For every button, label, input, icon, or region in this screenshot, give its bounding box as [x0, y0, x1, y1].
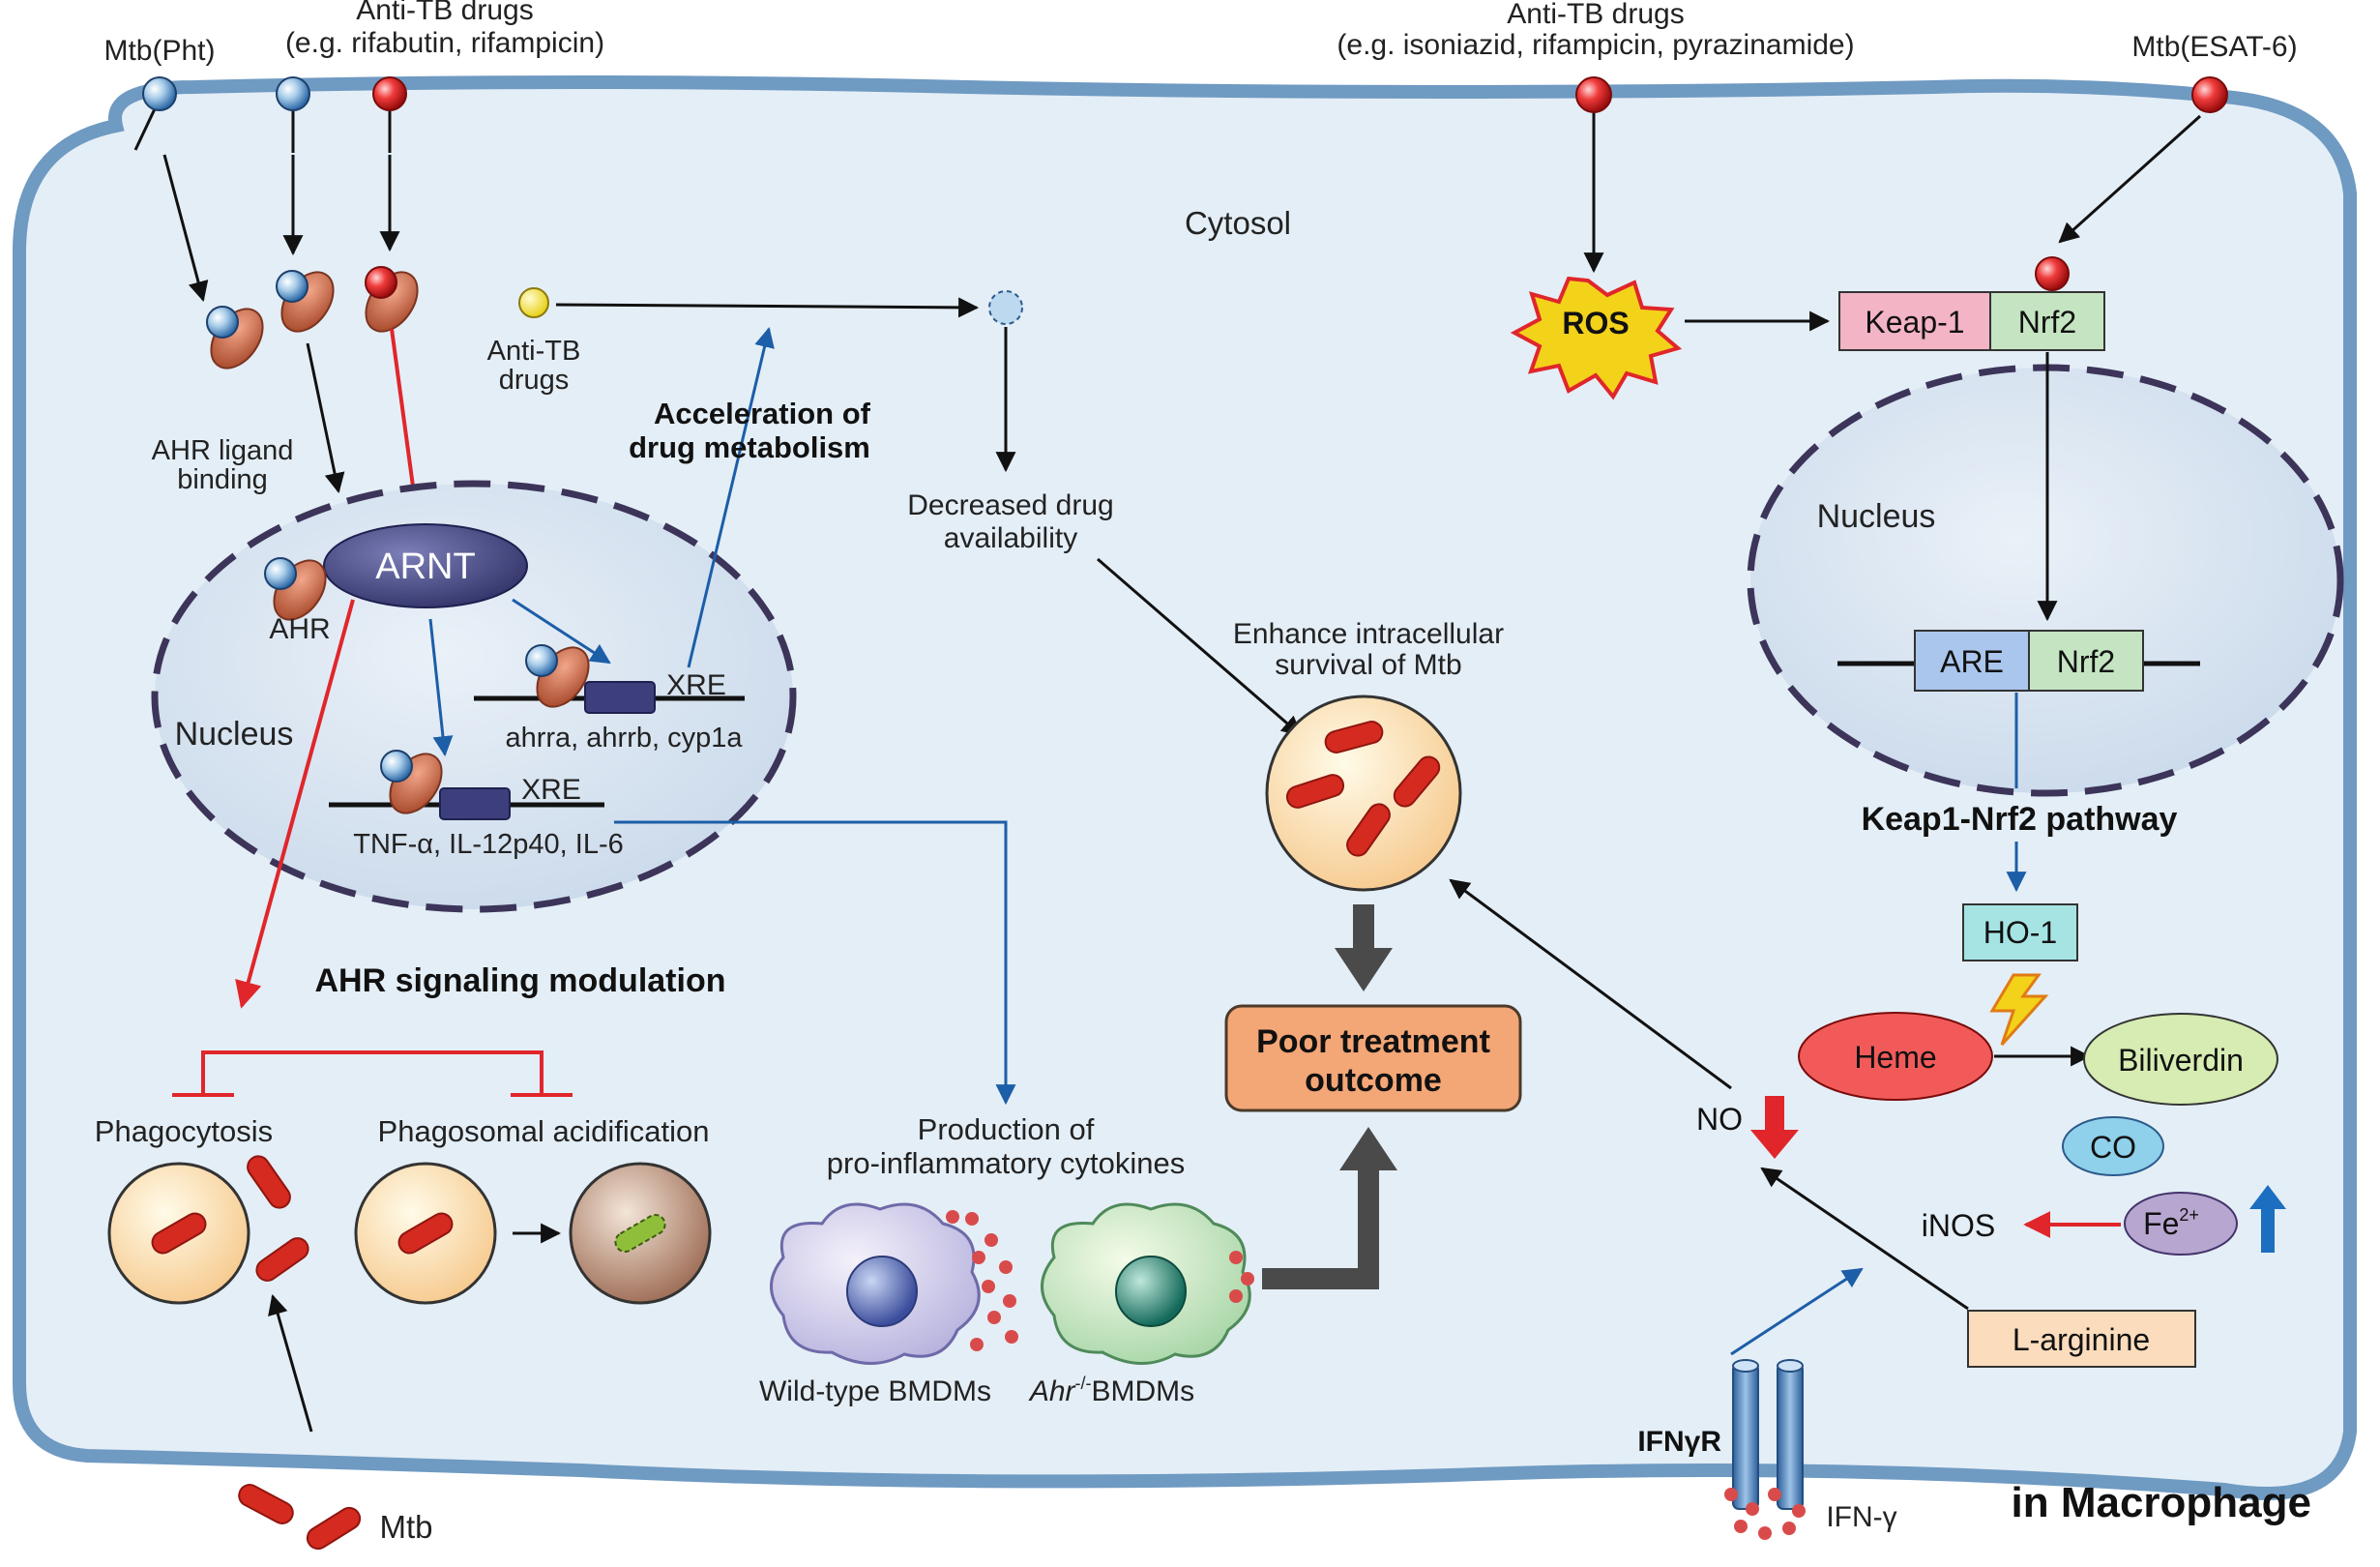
no-label: NO — [1696, 1102, 1743, 1137]
mtb-bottom-label: Mtb — [379, 1509, 432, 1545]
phagocytosis-label: Phagocytosis — [95, 1114, 273, 1148]
are-box — [1914, 630, 2030, 692]
nrf2-box-nuc — [2028, 630, 2144, 692]
cytosol-label: Cytosol — [1185, 205, 1291, 241]
inhibition-bracket — [172, 1050, 573, 1097]
ifngr-label: IFNγR — [1637, 1426, 1721, 1458]
fe-ellipse — [2124, 1192, 2238, 1256]
cytokines-label-1: Production of — [918, 1112, 1095, 1146]
biliverdin-ellipse — [2083, 1013, 2278, 1106]
wt-bmdm — [770, 1202, 981, 1365]
cytokine-dots-ko — [1229, 1251, 1254, 1303]
keap1-label: Keap-1 — [1865, 305, 1964, 340]
poor-outcome-label-1: Poor treatment — [1256, 1023, 1490, 1060]
are-label: ARE — [1940, 644, 2004, 679]
ahr-mod-label: AHR signaling modulation — [315, 962, 726, 999]
inos-label: iNOS — [1922, 1208, 1995, 1243]
survival-label-2: survival of Mtb — [1275, 649, 1461, 681]
acidification-label: Phagosomal acidification — [378, 1114, 710, 1148]
ahr-ko-bmdm — [1041, 1202, 1251, 1365]
co-label: CO — [2090, 1130, 2136, 1165]
xre-label-1: XRE — [666, 669, 726, 701]
ahr-label: AHR — [269, 613, 330, 645]
mtb-bottom — [234, 1480, 366, 1554]
biliverdin-label: Biliverdin — [2118, 1043, 2244, 1078]
antitb-left-label-2: (e.g. rifabutin, rifampicin) — [285, 27, 604, 59]
antitb-right-label-2: (e.g. isoniazid, rifampicin, pyrazinamid… — [1337, 29, 1854, 61]
accel-label-1: Acceleration of — [654, 397, 871, 430]
ahr-receptors-top — [199, 261, 429, 379]
xre-box-2 — [439, 787, 511, 820]
genes-a-label: ahrra, ahrrb, cyp1a — [505, 723, 743, 754]
lightning-icon — [1989, 973, 2049, 1047]
ahr-mod-arrow — [235, 599, 355, 1009]
ros-label: ROS — [1562, 306, 1629, 340]
phagosome-1 — [107, 1162, 250, 1305]
drug-label-2: drugs — [499, 365, 570, 396]
fe-up-arrow-icon — [2249, 1185, 2286, 1253]
arnt-protein — [323, 523, 528, 608]
ifng-label: IFN-γ — [1826, 1501, 1896, 1533]
ho1-label: HO-1 — [1983, 915, 2057, 950]
metabolized-drug-ball — [988, 290, 1023, 325]
decreased-label-2: availability — [944, 522, 1077, 554]
ahr-ligand-label-2: binding — [177, 464, 268, 495]
ifngr-receptor — [1732, 1359, 1804, 1510]
mtb-pht-label: Mtb(Pht) — [103, 35, 215, 67]
larginine-label: L-arginine — [2013, 1322, 2150, 1357]
co-ellipse — [2062, 1116, 2164, 1176]
inhibit-arnt-line — [390, 328, 418, 509]
ahr-ligand-label-1: AHR ligand — [152, 435, 294, 466]
genes-b-label: TNF-α, IL-12p40, IL-6 — [353, 829, 623, 860]
nrf2-box-top — [1989, 291, 2105, 351]
accel-label-2: drug metabolism — [629, 430, 870, 464]
ahr-nucleus-label: Nucleus — [175, 716, 294, 753]
arnt-label: ARNT — [375, 547, 475, 587]
ligand-balls-top — [133, 76, 2228, 274]
nrf2-label-top: Nrf2 — [2018, 305, 2076, 340]
xre-label-2: XRE — [521, 774, 581, 806]
drug-label-1: Anti-TB — [487, 336, 581, 367]
antitb-left-label-1: Anti-TB drugs — [356, 0, 533, 26]
mtb-survival-phagosome — [1265, 695, 1462, 892]
decreased-label-1: Decreased drug — [907, 489, 1113, 521]
mtb-esat6-label: Mtb(ESAT-6) — [2131, 31, 2297, 63]
antitb-right-label-1: Anti-TB drugs — [1507, 0, 1684, 30]
ko-label: Ahr-/-BMDMs — [1028, 1374, 1194, 1407]
ho1-box — [1962, 903, 2078, 961]
fe-label: Fe2+ — [2143, 1205, 2199, 1241]
cytokines-label-2: pro-inflammatory cytokines — [827, 1146, 1185, 1180]
acidified-phagosome — [569, 1162, 712, 1305]
ros-burst — [1510, 276, 1683, 400]
xre-box-1 — [584, 681, 656, 714]
nrf2-nucleus-label: Nucleus — [1817, 498, 1936, 535]
heme-ellipse — [1798, 1012, 1993, 1101]
macrophage-label: in Macrophage — [2012, 1479, 2312, 1526]
ifng-dots — [1724, 1488, 1806, 1540]
pathway-label: Keap1-Nrf2 pathway — [1862, 801, 2178, 838]
no-down-arrow-icon — [1750, 1096, 1799, 1159]
poor-outcome-label-2: outcome — [1305, 1062, 1442, 1099]
poor-outcome-box — [1224, 1004, 1522, 1112]
larginine-box — [1967, 1310, 2196, 1368]
drug-yellow-ball — [518, 287, 549, 318]
heme-label: Heme — [1854, 1040, 1936, 1075]
keap1-box — [1838, 291, 1991, 351]
survival-label-1: Enhance intracellular — [1233, 618, 1504, 650]
wt-label: Wild-type BMDMs — [759, 1375, 991, 1407]
phagosome-2 — [354, 1162, 497, 1305]
cytokine-dots-wt — [946, 1210, 1018, 1351]
nrf2-nucleus — [1747, 364, 2344, 797]
nrf2-label-nuc: Nrf2 — [2057, 644, 2115, 679]
